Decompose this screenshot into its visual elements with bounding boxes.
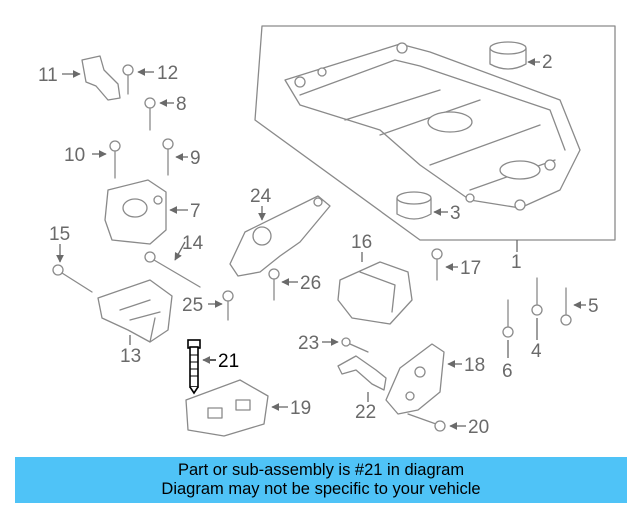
banner-line-disclaimer: Diagram may not be specific to your vehi…	[161, 480, 481, 498]
mount-bracket[interactable]	[385, 343, 445, 415]
callout-25: 25	[182, 295, 203, 316]
banner-line-part: Part or sub-assembly is #21 in diagram	[177, 461, 465, 479]
bolt-8[interactable]	[144, 97, 156, 131]
callout-17: 17	[460, 258, 481, 279]
callout-19: 19	[290, 398, 311, 419]
callout-2: 2	[542, 52, 553, 73]
callout-10: 10	[64, 145, 85, 166]
bolt-23[interactable]	[341, 337, 369, 353]
callout-26: 26	[300, 273, 321, 294]
callout-22: 22	[355, 402, 376, 423]
bolt-6[interactable]	[502, 299, 514, 358]
callout-21: 21	[218, 351, 239, 372]
callout-16: 16	[351, 232, 372, 253]
transmission-mount[interactable]	[337, 252, 413, 325]
bolt-21[interactable]	[187, 339, 201, 395]
callout-15: 15	[49, 224, 70, 245]
callout-1: 1	[511, 252, 522, 273]
bolt-20[interactable]	[407, 413, 446, 432]
engine-mount[interactable]	[104, 179, 167, 245]
bracket-22[interactable]	[337, 355, 387, 402]
bracket-19[interactable]	[185, 379, 269, 437]
callout-20: 20	[468, 417, 489, 438]
bolt-9[interactable]	[162, 138, 174, 176]
callout-5: 5	[588, 296, 599, 317]
callout-3: 3	[450, 203, 461, 224]
bolt-5[interactable]	[560, 287, 572, 326]
torque-arm[interactable]	[229, 195, 331, 277]
bolt-15[interactable]	[52, 264, 93, 293]
callout-12: 12	[157, 63, 178, 84]
bolt-17[interactable]	[431, 248, 443, 281]
bolt-14[interactable]	[144, 251, 201, 288]
callout-13: 13	[120, 346, 141, 367]
bolt-10[interactable]	[109, 140, 121, 179]
bushing-upper[interactable]	[489, 41, 527, 70]
bolt-4[interactable]	[531, 277, 543, 340]
callout-9: 9	[190, 148, 201, 169]
bushing-lower[interactable]	[396, 191, 432, 220]
subframe-assembly[interactable]	[254, 25, 616, 252]
bolt-12[interactable]	[122, 64, 134, 95]
bolt-25[interactable]	[222, 290, 234, 321]
callout-23: 23	[298, 333, 319, 354]
callout-24: 24	[250, 186, 272, 207]
leaders	[56, 58, 586, 430]
callout-18: 18	[464, 355, 485, 376]
info-banner: Part or sub-assembly is #21 in diagram D…	[15, 457, 627, 503]
bracket[interactable]	[81, 55, 121, 101]
callout-14: 14	[182, 233, 204, 254]
transmission-bracket[interactable]	[97, 279, 173, 345]
callout-6: 6	[502, 361, 513, 382]
callout-8: 8	[176, 94, 187, 115]
callout-11: 11	[38, 65, 58, 86]
bolt-26[interactable]	[268, 268, 280, 301]
callout-4: 4	[531, 341, 542, 362]
callout-7: 7	[190, 201, 201, 222]
